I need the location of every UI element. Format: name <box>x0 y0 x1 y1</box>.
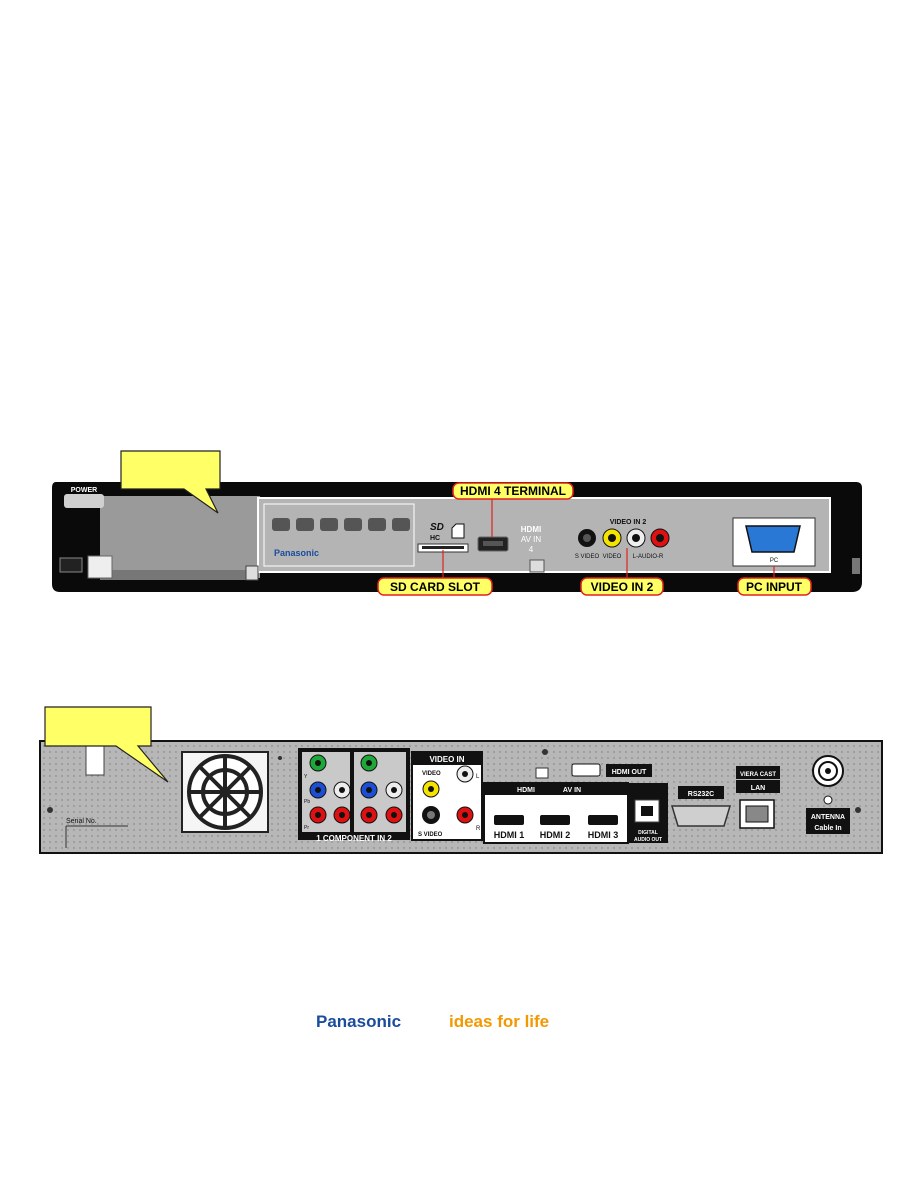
front-note-callout <box>120 450 221 514</box>
rear-panel: Serial No. Y Pb Pr 1 COMPONENT IN 2 <box>39 740 883 854</box>
footer-tagline: ideas for life <box>449 1012 549 1031</box>
fan-grille <box>181 751 269 833</box>
av-in-number: 4 <box>529 545 534 554</box>
front-button[interactable] <box>392 518 410 531</box>
hdmi3-label: HDMI 3 <box>588 830 619 840</box>
hdmi-out-port[interactable] <box>571 763 601 777</box>
front-button[interactable] <box>296 518 314 531</box>
audio-label-front: L-AUDIO-R <box>633 554 664 560</box>
front-button[interactable] <box>272 518 290 531</box>
component-pb-label: Pb <box>304 799 310 805</box>
front-brand: Panasonic <box>274 548 319 558</box>
svideo-sub-label: S VIDEO <box>418 832 443 838</box>
video-sub-label: VIDEO <box>422 771 441 777</box>
viera-cast-label: VIERA CAST <box>740 772 776 778</box>
front-door-left <box>100 496 260 578</box>
hdmi1-port[interactable] <box>494 815 524 825</box>
power-button[interactable] <box>64 494 104 508</box>
callout-sd-slot-label: SD CARD SLOT <box>390 580 481 594</box>
av-in-label-rear: AV IN <box>563 787 581 794</box>
video-in2-label: VIDEO IN 2 <box>610 519 647 526</box>
rear-note-callout <box>44 706 169 783</box>
hdmi2-port[interactable] <box>540 815 570 825</box>
av-in-label-front: AV IN <box>521 535 542 544</box>
front-panel: POWER Panasonic SD HC HDMI AV IN 4 VIDEO… <box>52 482 862 592</box>
callout-sd-slot: SD CARD SLOT <box>377 550 493 596</box>
front-button[interactable] <box>344 518 362 531</box>
digital-audio-label-1: DIGITAL <box>638 830 658 836</box>
digital-audio-label-2: AUDIO OUT <box>634 837 662 843</box>
callout-hdmi4-label: HDMI 4 TERMINAL <box>460 484 566 498</box>
component-pr-label: Pr <box>304 825 309 831</box>
front-button[interactable] <box>320 518 338 531</box>
footer-brand-logo: Panasonic <box>316 1012 401 1031</box>
sd-card-slot[interactable] <box>422 546 464 549</box>
hdmi3-port[interactable] <box>588 815 618 825</box>
sd-card-icon <box>451 523 465 539</box>
l-label: L <box>476 774 480 780</box>
rs232c-label: RS232C <box>688 791 714 798</box>
callout-hdmi4: HDMI 4 TERMINAL <box>452 482 574 537</box>
r-label: R <box>476 826 481 832</box>
cable-in-label: Cable In <box>814 825 841 832</box>
hdmi-out-label: HDMI OUT <box>612 769 647 776</box>
callout-pc-input-label: PC INPUT <box>746 580 803 594</box>
lan-label: LAN <box>751 785 765 792</box>
hdmi-logo-rear: HDMI <box>517 787 535 794</box>
component-in-label: 1 COMPONENT IN 2 <box>316 834 392 843</box>
video-in-label: VIDEO IN <box>429 755 464 764</box>
hdmi2-label: HDMI 2 <box>540 830 571 840</box>
front-button[interactable] <box>368 518 386 531</box>
hdmi-logo-front: HDMI <box>521 525 541 534</box>
antenna-label: ANTENNA <box>811 814 845 821</box>
front-latch <box>87 555 113 579</box>
sd-logo: SD <box>430 522 444 533</box>
sdhc-logo: HC <box>430 535 440 542</box>
component-y-label: Y <box>304 774 308 780</box>
pc-label: PC <box>770 558 779 564</box>
hdmi1-label: HDMI 1 <box>494 830 525 840</box>
power-label: POWER <box>71 487 97 494</box>
rs232c-port[interactable] <box>670 805 732 827</box>
svideo-label-front: S VIDEO <box>575 554 600 560</box>
callout-pc-input: PC INPUT <box>737 566 812 596</box>
pc-vga-port[interactable] <box>745 525 801 553</box>
footer-branding: Panasonic ideas for life <box>316 1012 549 1031</box>
serial-label: Serial No. <box>66 818 97 825</box>
video-label-front: VIDEO <box>603 554 622 560</box>
callout-video-in2-label: VIDEO IN 2 <box>591 580 654 594</box>
callout-video-in2: VIDEO IN 2 <box>580 548 664 596</box>
